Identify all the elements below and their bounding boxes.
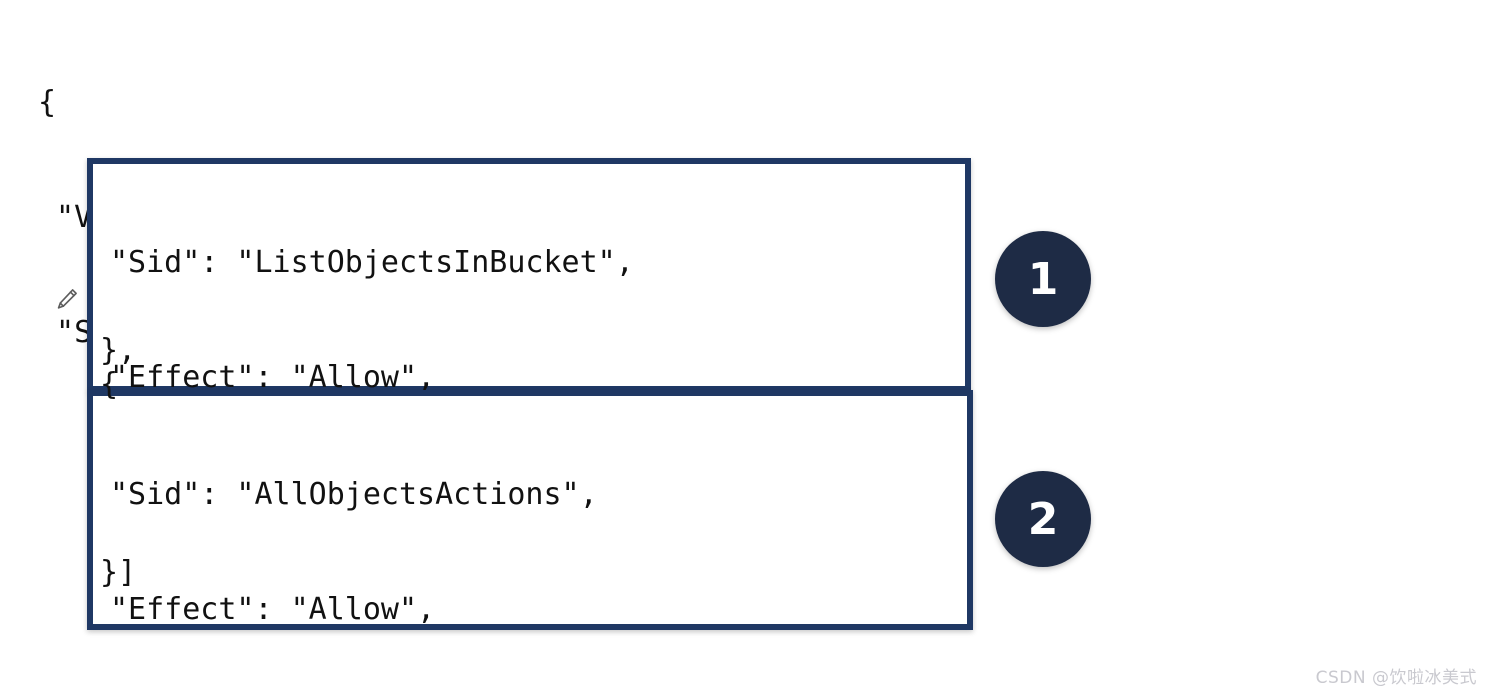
csdn-watermark: CSDN @饮啦冰美式 (1315, 668, 1477, 688)
statement-2-code: "Sid": "AllObjectsActions", "Effect": "A… (110, 400, 814, 696)
callout-badge-1-label: 1 (1027, 253, 1059, 305)
peek-stmt2-open: { (100, 367, 119, 402)
box-2-fill (93, 396, 967, 624)
callout-badge-2-label: 2 (1027, 493, 1059, 545)
code-line-open-brace: { (38, 85, 57, 121)
statement-2-line-effect: "Effect": "Allow", (110, 592, 436, 628)
statement-1-line-effect: "Effect": "Allow", (110, 360, 436, 396)
pencil-icon[interactable] (54, 286, 80, 312)
peek-stmt1-close: }, (100, 333, 137, 368)
box-1-fill (93, 164, 965, 386)
highlight-box-statement-1[interactable]: "Sid": "ListObjectsInBucket", "Effect": … (87, 158, 971, 624)
statement-1-line-sid: "Sid": "ListObjectsInBucket", (110, 245, 634, 281)
callout-badge-1: 1 (995, 231, 1091, 327)
statement-2-line-sid: "Sid": "AllObjectsActions", (110, 477, 598, 513)
peek-stmt2-close: }] (100, 555, 137, 590)
callout-badge-2: 2 (995, 471, 1091, 567)
highlight-box-statement-2[interactable]: "Sid": "AllObjectsActions", "Effect": "A… (87, 390, 973, 630)
